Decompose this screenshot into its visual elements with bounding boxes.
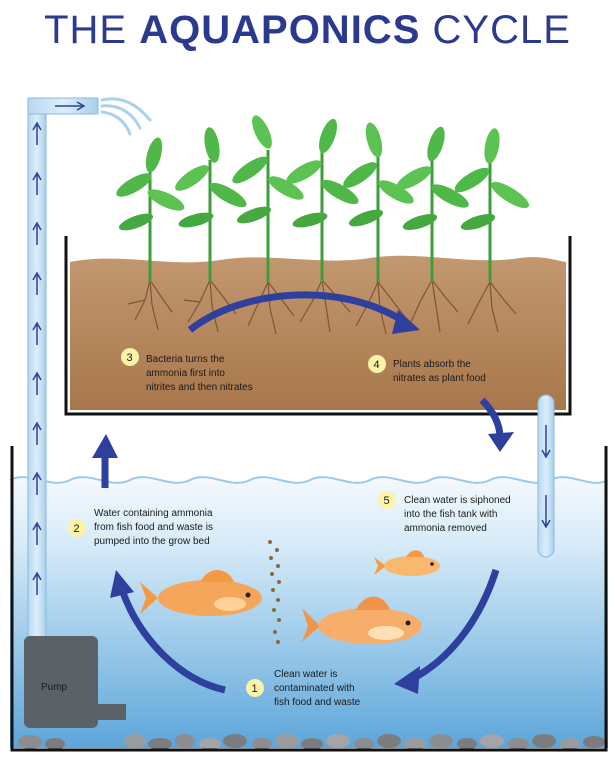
step-number: 3 xyxy=(127,352,133,364)
gravel xyxy=(18,734,605,750)
step-text: Clean water is xyxy=(274,669,337,680)
arrowhead-bacteria-to-plants xyxy=(392,310,420,334)
plant xyxy=(116,137,185,282)
step-text: into the fish tank with xyxy=(404,509,497,520)
tank-water xyxy=(10,477,608,748)
step-number: 5 xyxy=(384,495,390,507)
tank-wall xyxy=(10,446,608,752)
fish-tank xyxy=(9,446,609,752)
cycle-arrows xyxy=(92,291,514,694)
plant xyxy=(343,122,414,282)
arrow-siphon-to-fish xyxy=(408,568,500,684)
plant xyxy=(454,128,530,282)
step-text: pumped into the grow bed xyxy=(94,536,210,547)
step-number: 1 xyxy=(252,683,258,695)
siphon-tube xyxy=(537,394,555,558)
pipe-arrows xyxy=(32,101,86,595)
title-part-3: CYCLE xyxy=(432,8,571,52)
soil xyxy=(70,255,566,410)
step-text: contaminated with xyxy=(274,683,355,694)
step-2: 2 Water containing ammonia from fish foo… xyxy=(68,508,213,547)
arrowhead-siphon-to-fish xyxy=(394,666,420,694)
pump-label: Pump xyxy=(41,682,68,693)
plant xyxy=(175,127,247,282)
step-badge xyxy=(368,355,386,373)
pump: Pump xyxy=(24,636,126,728)
title-part-1: THE xyxy=(44,8,128,52)
step-text: nitrates as plant food xyxy=(393,373,486,384)
pump-body xyxy=(24,636,98,728)
plant xyxy=(286,118,359,282)
fish xyxy=(374,550,440,576)
step-text: ammonia first into xyxy=(146,368,225,379)
siphon-arrow-1 xyxy=(541,425,551,459)
step-text: nitrites and then nitrates xyxy=(146,382,253,393)
step-5: 5 Clean water is siphoned into the fish … xyxy=(378,491,511,534)
arrowhead-growbed-to-siphon xyxy=(488,432,514,452)
step-text: Bacteria turns the xyxy=(146,354,225,365)
step-text: Water containing ammonia xyxy=(94,508,213,519)
step-text: from fish food and waste is xyxy=(94,522,213,533)
step-text: Plants absorb the xyxy=(393,359,471,370)
step-badge xyxy=(121,348,139,366)
pump-outlet xyxy=(96,704,126,720)
fish-food xyxy=(268,540,281,644)
page-title: THE AQUAPONICS CYCLE xyxy=(0,8,615,53)
fish xyxy=(302,596,422,644)
step-4: 4 Plants absorb the nitrates as plant fo… xyxy=(368,355,486,384)
arrow-fish-to-pump xyxy=(118,588,226,694)
step-1: 1 Clean water is contaminated with fish … xyxy=(246,669,361,708)
siphon xyxy=(537,394,555,558)
step-badge xyxy=(68,519,86,537)
step-badge xyxy=(246,679,264,697)
water-wave-line xyxy=(9,476,609,484)
water-spray xyxy=(100,97,152,136)
plant xyxy=(396,126,469,282)
siphon-arrow-2 xyxy=(541,495,551,529)
step-number: 4 xyxy=(374,359,380,371)
plant-roots xyxy=(127,279,517,335)
plants xyxy=(116,115,530,282)
grow-bed xyxy=(64,236,572,416)
step-text: Clean water is siphoned xyxy=(404,495,511,506)
plant xyxy=(232,115,304,282)
step-text: ammonia removed xyxy=(404,523,487,534)
step-badge xyxy=(378,491,396,509)
step-3: 3 Bacteria turns the ammonia first into … xyxy=(121,348,253,393)
step-number: 2 xyxy=(74,523,80,535)
arrowhead-fish-to-pump xyxy=(110,570,134,598)
title-part-2: AQUAPONICS xyxy=(139,8,421,52)
fish xyxy=(140,569,262,616)
step-text: fish food and waste xyxy=(274,697,361,708)
grow-bed-wall xyxy=(64,236,572,416)
arrow-bacteria-to-plants xyxy=(187,291,407,333)
arrowhead-pump-to-growbed xyxy=(92,434,118,458)
